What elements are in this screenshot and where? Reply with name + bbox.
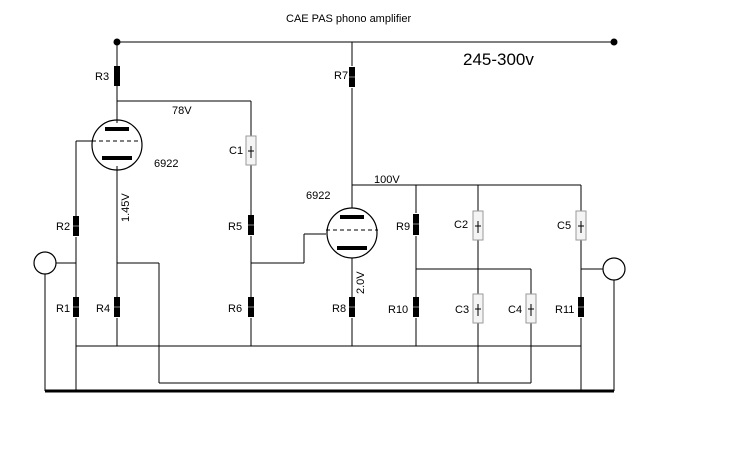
resistor-r5 bbox=[248, 215, 254, 235]
supply-voltage: 245-300v bbox=[463, 50, 534, 69]
resistor-r7 bbox=[349, 67, 355, 87]
label-r1: R1 bbox=[56, 303, 70, 315]
tube-v1-label: 6922 bbox=[154, 158, 178, 170]
voltage-v1-cathode: 1.45V bbox=[120, 193, 132, 222]
resistor-r2 bbox=[73, 216, 79, 236]
label-r8: R8 bbox=[332, 303, 346, 315]
voltage-v2-plate: 100V bbox=[374, 174, 400, 186]
label-c2: C2 bbox=[454, 219, 468, 231]
tube-v2 bbox=[326, 207, 378, 259]
resistor-r10 bbox=[413, 297, 419, 317]
tube-v1 bbox=[91, 119, 143, 171]
label-c5: C5 bbox=[557, 220, 571, 232]
label-r4: R4 bbox=[96, 303, 110, 315]
stage2-wiring bbox=[351, 42, 615, 391]
capacitor-c4 bbox=[525, 293, 537, 324]
resistor-r9 bbox=[413, 214, 419, 235]
label-r6: R6 bbox=[228, 303, 242, 315]
label-r2: R2 bbox=[56, 221, 70, 233]
stage1-wiring bbox=[44, 42, 326, 391]
input-jack bbox=[33, 251, 57, 275]
resistor-r3 bbox=[114, 66, 120, 86]
tube-v2-label: 6922 bbox=[306, 190, 330, 202]
resistor-r4 bbox=[114, 297, 120, 317]
resistor-r6 bbox=[248, 297, 254, 317]
resistor-r1 bbox=[73, 297, 79, 317]
diagram-title: CAE PAS phono amplifier bbox=[286, 13, 411, 25]
output-jack bbox=[602, 257, 626, 281]
label-r5: R5 bbox=[228, 221, 242, 233]
voltage-v1-plate: 78V bbox=[172, 105, 192, 117]
label-c1: C1 bbox=[229, 145, 243, 157]
capacitor-c5 bbox=[575, 210, 587, 241]
supply-rail bbox=[113, 38, 618, 46]
resistor-r11 bbox=[578, 297, 584, 317]
capacitor-c3 bbox=[472, 293, 484, 324]
label-c4: C4 bbox=[508, 304, 522, 316]
label-r3: R3 bbox=[95, 71, 109, 83]
label-c3: C3 bbox=[455, 304, 469, 316]
label-r11: R11 bbox=[555, 304, 574, 316]
label-r9: R9 bbox=[396, 221, 410, 233]
voltage-v2-cathode: 2.0V bbox=[355, 271, 367, 294]
capacitor-c1 bbox=[245, 135, 257, 166]
resistor-r8 bbox=[349, 297, 355, 317]
label-r7: R7 bbox=[334, 70, 348, 82]
label-r10: R10 bbox=[388, 304, 408, 316]
capacitor-c2 bbox=[472, 210, 484, 241]
